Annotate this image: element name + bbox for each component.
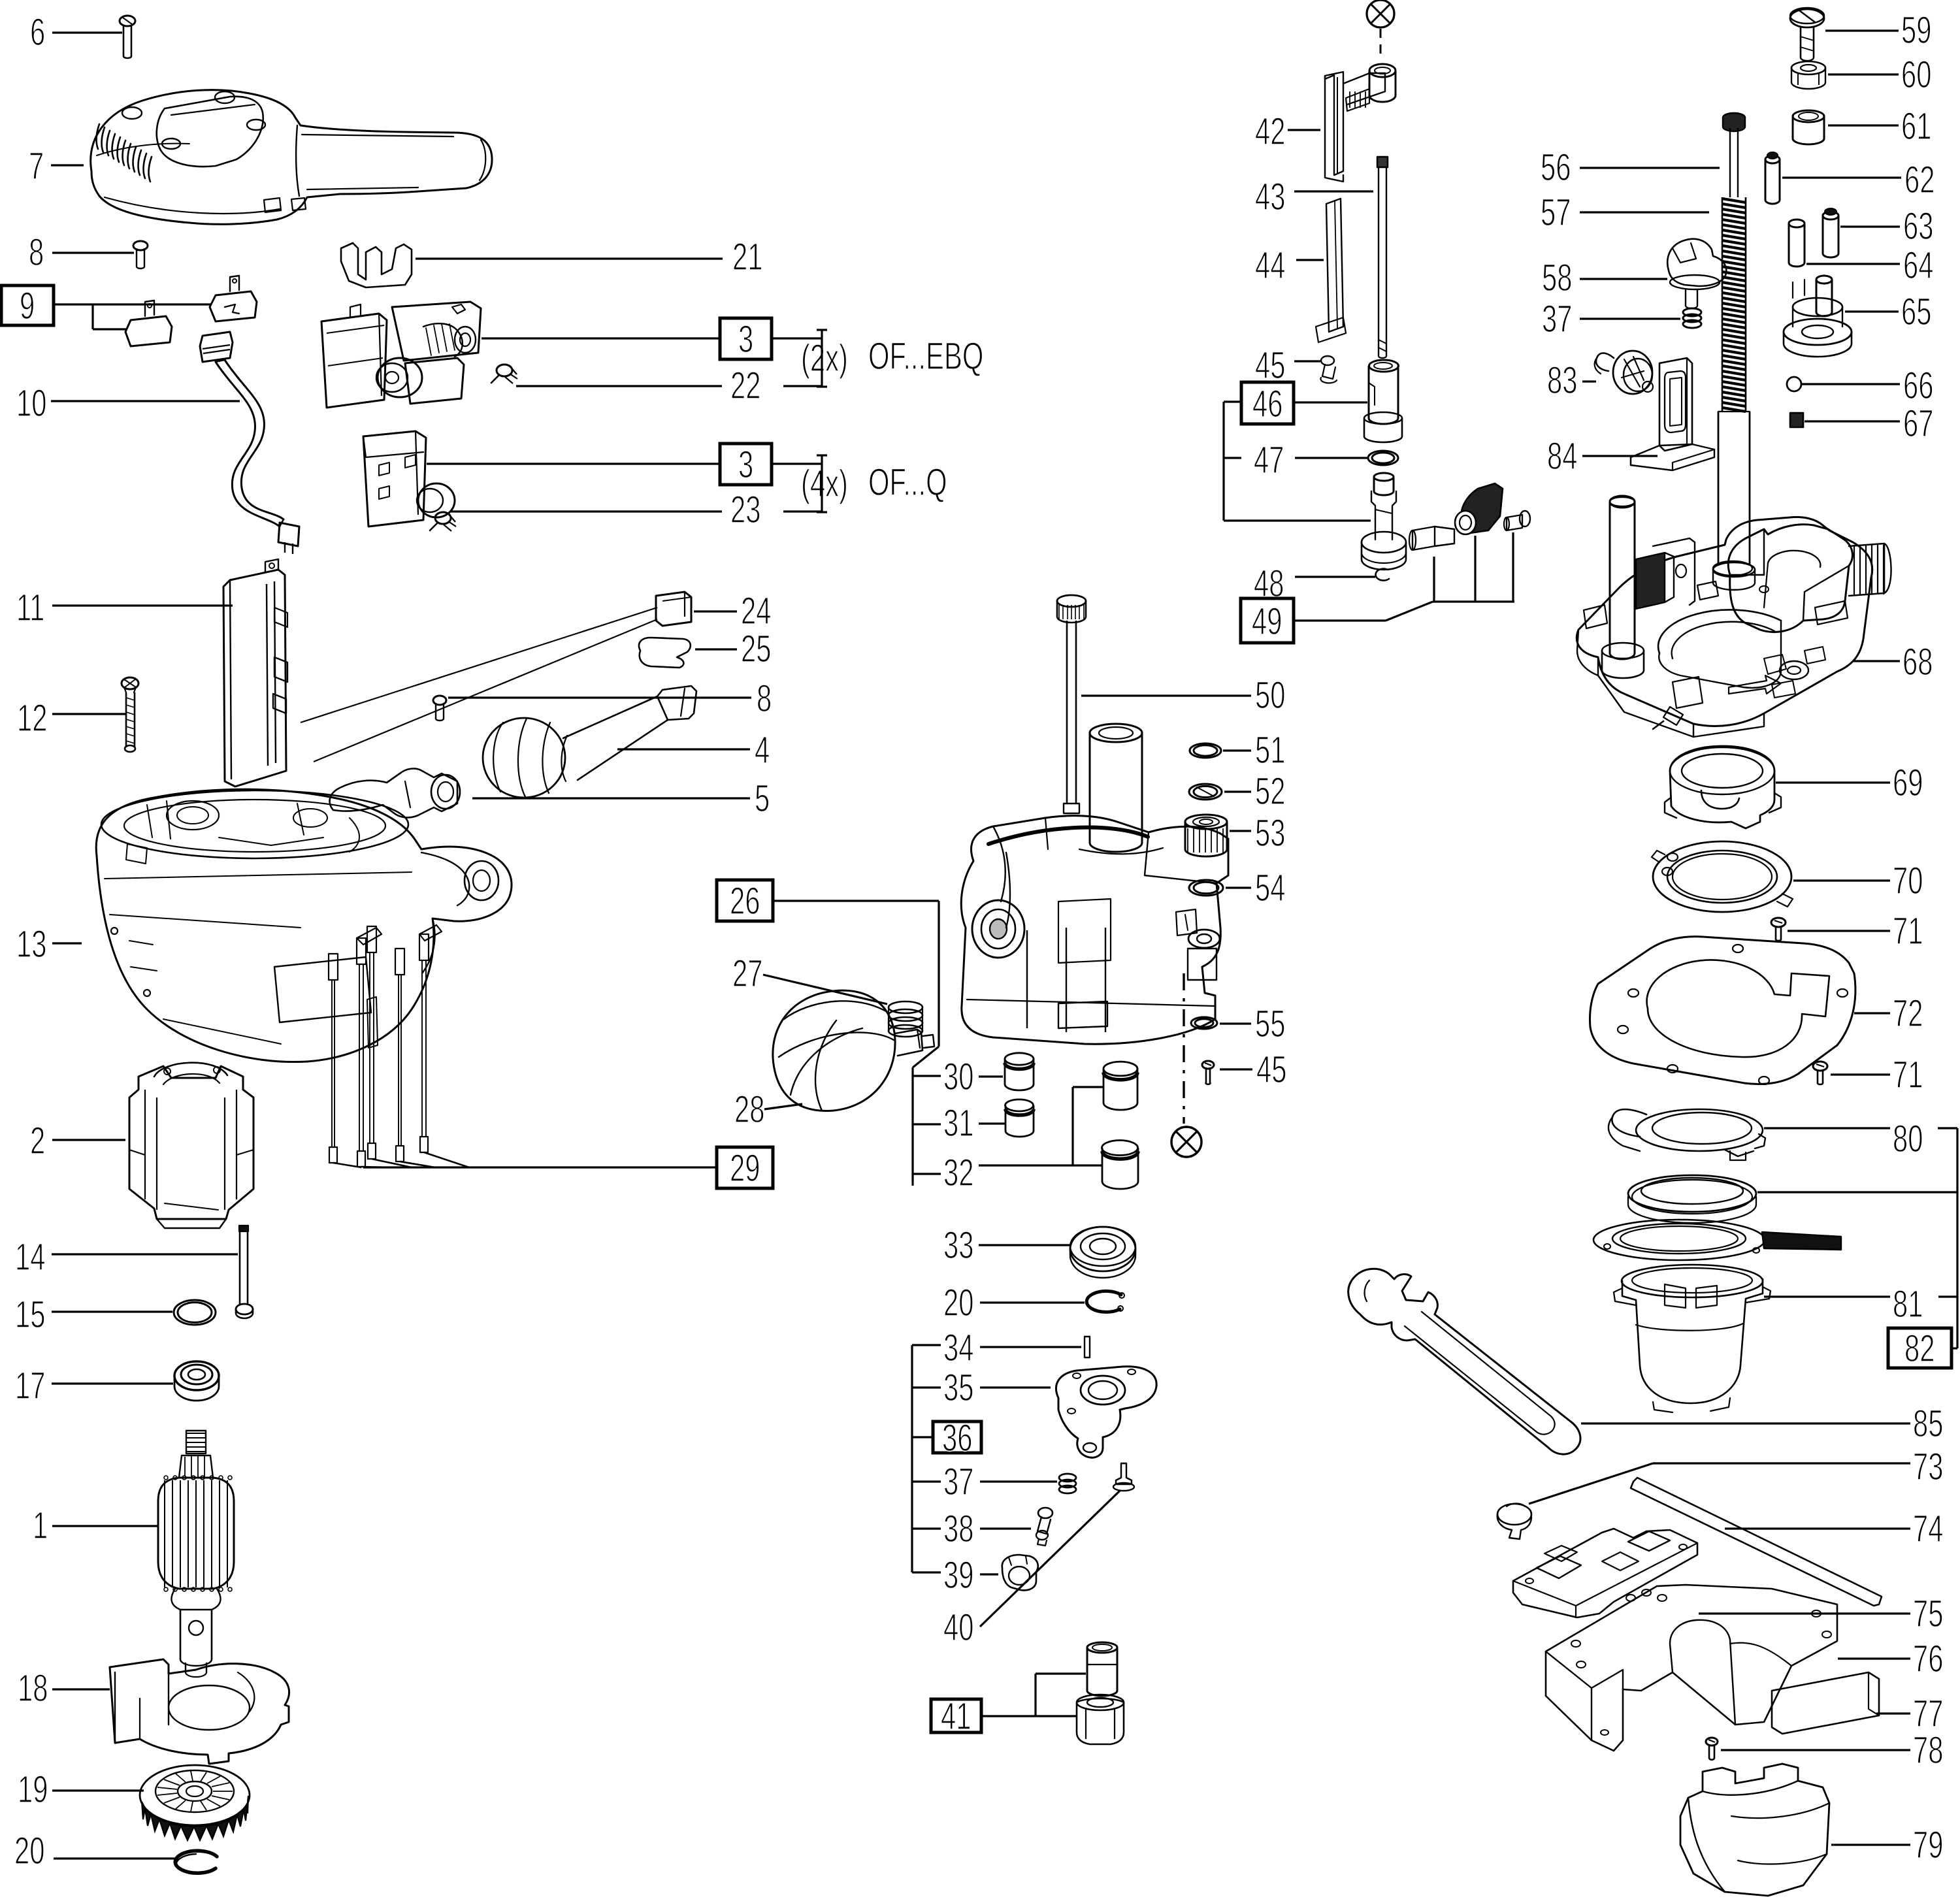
svg-text:26: 26	[730, 879, 760, 922]
svg-text:36: 36	[942, 1416, 972, 1459]
svg-text:7: 7	[29, 144, 44, 187]
svg-text:13: 13	[16, 922, 46, 965]
svg-text:19: 19	[18, 1768, 48, 1810]
svg-text:OF...Q: OF...Q	[868, 461, 947, 503]
svg-text:38: 38	[943, 1507, 973, 1550]
svg-text:17: 17	[15, 1364, 45, 1406]
svg-text:40: 40	[943, 1606, 973, 1648]
svg-text:OF...EBQ: OF...EBQ	[868, 334, 983, 377]
svg-text:49: 49	[1252, 600, 1282, 642]
svg-text:64: 64	[1903, 244, 1933, 286]
svg-text:15: 15	[15, 1293, 45, 1335]
svg-text:25: 25	[741, 627, 771, 670]
svg-text:31: 31	[943, 1101, 973, 1144]
svg-text:4: 4	[755, 728, 770, 771]
svg-text:14: 14	[15, 1235, 45, 1278]
svg-text:59: 59	[1901, 8, 1931, 51]
svg-text:41: 41	[941, 1695, 971, 1737]
svg-text:72: 72	[1893, 992, 1923, 1034]
svg-text:61: 61	[1901, 105, 1931, 147]
svg-text:5: 5	[755, 777, 770, 819]
svg-text:44: 44	[1255, 244, 1285, 286]
svg-text:32: 32	[943, 1151, 973, 1194]
svg-text:82: 82	[1904, 1327, 1935, 1369]
svg-text:34: 34	[943, 1326, 973, 1369]
svg-text:45: 45	[1255, 344, 1285, 386]
svg-text:54: 54	[1255, 866, 1285, 909]
svg-text:84: 84	[1547, 434, 1577, 477]
svg-text:21: 21	[732, 235, 762, 278]
svg-text:56: 56	[1541, 146, 1571, 188]
svg-text:57: 57	[1541, 191, 1571, 233]
svg-text:78: 78	[1913, 1729, 1943, 1771]
svg-text:10: 10	[16, 382, 46, 424]
svg-text:6: 6	[30, 10, 45, 53]
svg-text:69: 69	[1893, 761, 1923, 804]
svg-text:42: 42	[1255, 110, 1285, 152]
svg-text:3: 3	[738, 317, 753, 360]
svg-text:9: 9	[20, 284, 35, 327]
svg-text:18: 18	[18, 1666, 48, 1709]
svg-text:50: 50	[1255, 674, 1285, 716]
svg-text:37: 37	[1542, 297, 1572, 340]
svg-text:11: 11	[16, 586, 44, 628]
svg-text:81: 81	[1893, 1282, 1923, 1325]
svg-text:23: 23	[730, 488, 760, 530]
svg-text:62: 62	[1904, 158, 1935, 201]
svg-text:39: 39	[943, 1553, 973, 1596]
svg-text:53: 53	[1255, 811, 1285, 854]
svg-text:1: 1	[33, 1504, 48, 1546]
svg-text:68: 68	[1903, 640, 1933, 683]
svg-text:71: 71	[1893, 1053, 1923, 1096]
svg-text:70: 70	[1893, 859, 1923, 902]
svg-text:20: 20	[14, 1829, 44, 1872]
svg-text:29: 29	[730, 1146, 760, 1189]
svg-text:35: 35	[943, 1366, 973, 1408]
svg-text:28: 28	[734, 1088, 764, 1130]
svg-text:30: 30	[943, 1055, 973, 1097]
svg-text:12: 12	[17, 696, 47, 739]
svg-text:37: 37	[943, 1460, 973, 1503]
svg-text:8: 8	[757, 677, 772, 719]
svg-text:43: 43	[1255, 175, 1285, 218]
svg-text:55: 55	[1255, 1002, 1285, 1045]
svg-text:47: 47	[1254, 438, 1284, 481]
svg-text:(2x): (2x)	[801, 336, 848, 379]
svg-text:3: 3	[738, 443, 753, 485]
svg-text:8: 8	[29, 231, 44, 273]
svg-text:76: 76	[1913, 1637, 1943, 1680]
svg-text:77: 77	[1913, 1692, 1943, 1734]
svg-text:71: 71	[1893, 909, 1923, 952]
svg-text:79: 79	[1913, 1823, 1943, 1866]
svg-text:(4x): (4x)	[801, 462, 848, 504]
svg-text:52: 52	[1255, 770, 1285, 812]
svg-text:46: 46	[1252, 382, 1282, 425]
svg-text:83: 83	[1547, 359, 1577, 401]
svg-text:85: 85	[1913, 1402, 1943, 1444]
svg-text:51: 51	[1255, 728, 1285, 771]
svg-text:2: 2	[30, 1119, 45, 1162]
svg-text:66: 66	[1903, 364, 1933, 406]
svg-text:20: 20	[943, 1281, 973, 1324]
svg-text:27: 27	[732, 952, 762, 994]
svg-text:45: 45	[1256, 1048, 1286, 1090]
svg-text:75: 75	[1913, 1592, 1943, 1634]
svg-text:65: 65	[1901, 290, 1931, 333]
svg-text:74: 74	[1913, 1507, 1943, 1550]
svg-text:33: 33	[943, 1224, 973, 1266]
svg-text:60: 60	[1901, 53, 1931, 95]
svg-text:58: 58	[1542, 256, 1572, 299]
svg-text:67: 67	[1903, 402, 1933, 444]
svg-text:80: 80	[1893, 1117, 1923, 1160]
svg-text:22: 22	[730, 364, 760, 406]
svg-text:63: 63	[1903, 204, 1933, 247]
svg-text:24: 24	[741, 589, 771, 632]
svg-text:73: 73	[1913, 1445, 1943, 1487]
